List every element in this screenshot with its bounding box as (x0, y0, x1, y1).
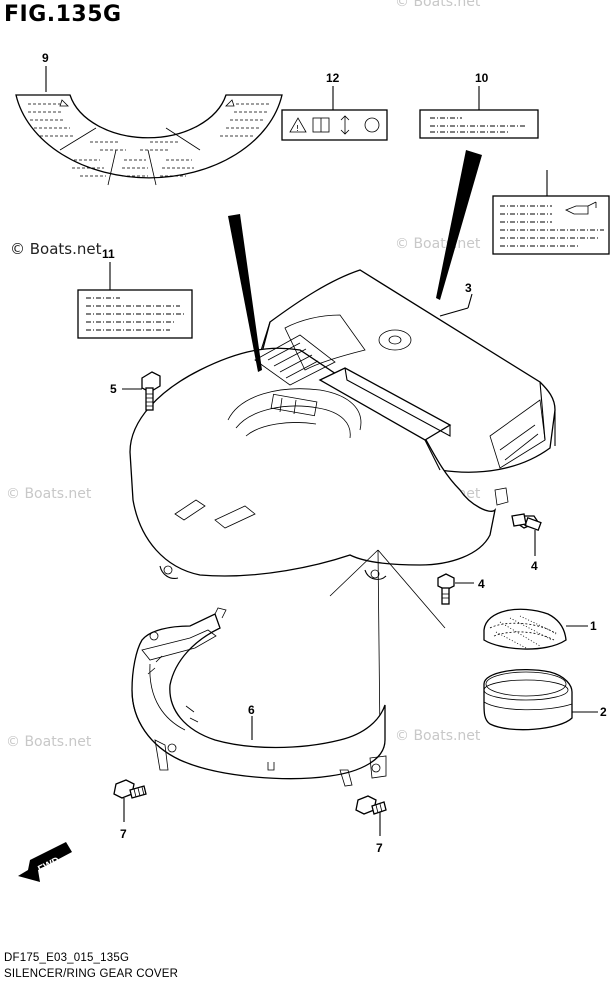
watermark: © Boats.net (6, 734, 92, 750)
callout-2: 2 (600, 705, 607, 719)
label-9[interactable] (419, 109, 539, 139)
callout-1: 1 (590, 619, 597, 633)
bolt-7-left[interactable] (113, 779, 147, 799)
pointer-to-label-10 (228, 214, 262, 372)
callout-11: 12 (326, 71, 340, 85)
callout-4-right: 4 (531, 559, 538, 573)
watermark: © Boats.net (395, 0, 481, 10)
oil-label-12[interactable] (492, 195, 610, 255)
callout-7-left: 7 (120, 827, 127, 841)
figure-caption: SILENCER/RING GEAR COVER (4, 968, 179, 980)
watermark: © Boats.net (395, 728, 481, 744)
callout-7-right: 7 (376, 841, 383, 855)
watermark-main: © Boats.net (10, 240, 102, 258)
label-10[interactable] (77, 289, 193, 339)
callout-9: 10 (475, 71, 489, 85)
warning-label-11[interactable]: ! (281, 109, 388, 141)
bolt-7-right[interactable] (355, 795, 387, 815)
forward-direction-arrow: FWD (18, 842, 72, 882)
callout-6: 6 (248, 703, 255, 717)
bolt-5[interactable] (141, 371, 161, 411)
figure-title: FIG.135G (4, 2, 122, 27)
bolt-4-center[interactable] (437, 573, 455, 605)
decal-8[interactable] (15, 94, 283, 186)
callout-4-center: 4 (478, 577, 485, 591)
watermark: © Boats.net (6, 486, 92, 502)
mesh-filter-1[interactable] (483, 608, 567, 650)
callout-3: 3 (465, 281, 472, 295)
ring-gear-cover-6[interactable] (131, 607, 387, 787)
callout-10: 11 (102, 247, 115, 261)
watermark: © Boats.net (395, 236, 481, 252)
silencer-cover-3[interactable] (129, 269, 556, 580)
bolt-4-right[interactable] (511, 513, 542, 531)
callout-5: 5 (110, 382, 117, 396)
callout-8: 9 (42, 51, 49, 65)
svg-text:!: ! (296, 124, 299, 133)
ring-gasket-2[interactable] (483, 669, 573, 731)
pointer-to-label-9 (436, 150, 482, 300)
figure-code: DF175_E03_015_135G (4, 952, 130, 964)
